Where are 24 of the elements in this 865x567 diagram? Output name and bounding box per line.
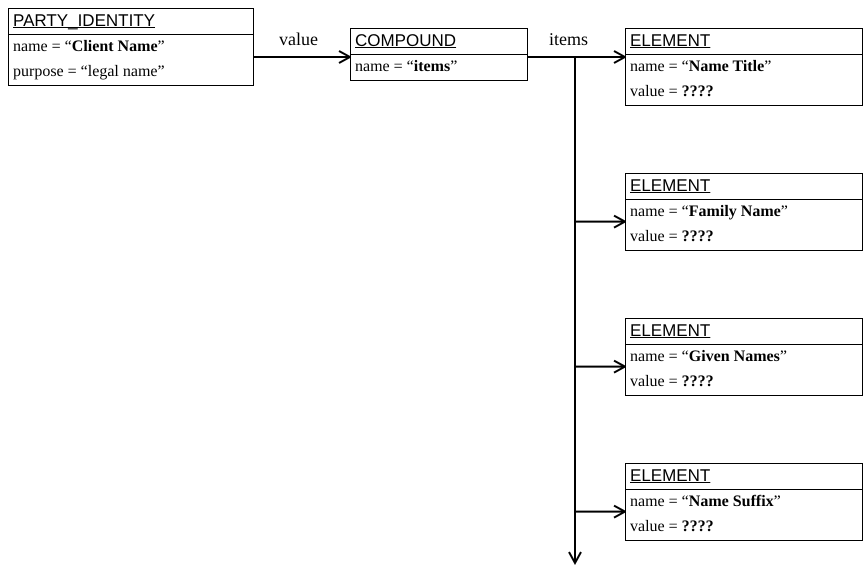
attribute-text: value = ???? xyxy=(629,227,715,248)
class-name: ELEMENT xyxy=(626,319,862,345)
class-box xyxy=(625,318,863,396)
attribute-text: name = “Name Suffix” xyxy=(629,492,782,512)
attribute-text: name = “Family Name” xyxy=(629,202,789,222)
class-name: ELEMENT xyxy=(626,174,862,200)
class-name: COMPOUND xyxy=(351,29,527,55)
class-box xyxy=(625,173,863,252)
class-box xyxy=(8,8,254,86)
attribute-text: value = ???? xyxy=(629,517,715,538)
class-name: ELEMENT xyxy=(626,464,862,490)
class-box xyxy=(350,28,528,82)
class-name: PARTY_IDENTITY xyxy=(9,9,253,35)
attribute-text: name = “Name Title” xyxy=(629,57,772,77)
class-box xyxy=(625,463,863,542)
attribute-text: name = “items” xyxy=(354,57,458,77)
attribute-text: value = ???? xyxy=(629,82,715,102)
class-box xyxy=(625,28,863,106)
attribute-text: purpose = “legal name” xyxy=(12,62,166,82)
arrow xyxy=(254,50,351,64)
attribute-text: name = “Client Name” xyxy=(12,37,166,57)
attribute-text: value = ???? xyxy=(629,372,715,392)
class-name: ELEMENT xyxy=(626,29,862,55)
attribute-text: name = “Given Names” xyxy=(629,347,788,367)
